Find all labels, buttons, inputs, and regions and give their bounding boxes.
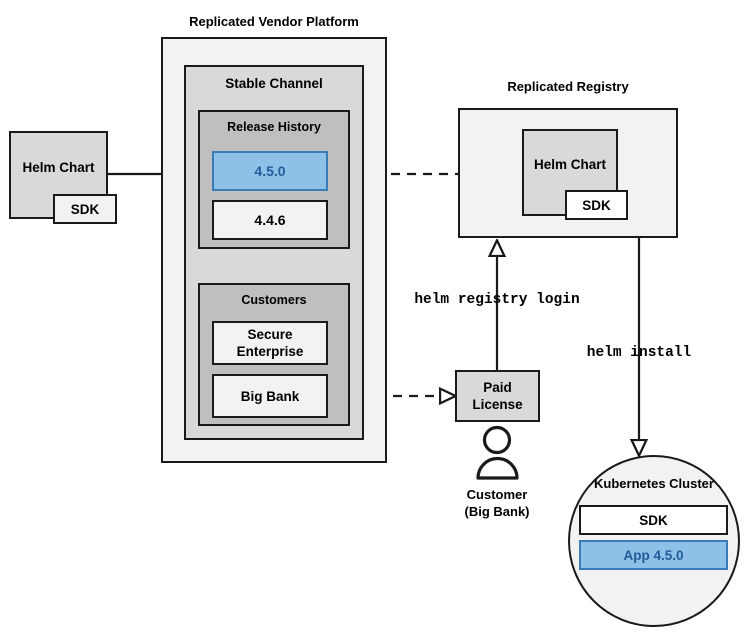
stable-channel-label: Stable Channel: [225, 76, 323, 91]
platform-title: Replicated Vendor Platform: [189, 14, 359, 29]
kubernetes-cluster-label: Kubernetes Cluster: [594, 476, 714, 491]
release-item-4-5-0[interactable]: 4.5.0: [212, 151, 328, 191]
registry-sdk-box[interactable]: SDK: [565, 190, 628, 220]
source-sdk-box[interactable]: SDK: [53, 194, 117, 224]
customer-actor-caption: Customer (Big Bank): [427, 486, 567, 520]
customer-actor-org: (Big Bank): [464, 504, 530, 519]
cluster-sdk-box[interactable]: SDK: [579, 505, 728, 535]
registry-title: Replicated Registry: [507, 79, 629, 94]
person-icon: [476, 425, 519, 480]
source-helm-chart-label: Helm Chart: [22, 159, 95, 175]
customer-item-secure-enterprise[interactable]: Secure Enterprise: [212, 321, 328, 365]
paid-license-box[interactable]: Paid License: [455, 370, 540, 422]
customer-actor-name: Customer: [466, 487, 528, 502]
release-item-4-4-6[interactable]: 4.4.6: [212, 200, 328, 240]
release-history-label: Release History: [227, 120, 321, 134]
registry-helm-chart-label: Helm Chart: [533, 157, 606, 172]
customers-label: Customers: [241, 293, 307, 307]
cluster-app-box[interactable]: App 4.5.0: [579, 540, 728, 570]
helm-install-command: helm install: [586, 345, 692, 361]
helm-registry-login-command: helm registry login: [414, 292, 580, 308]
customer-item-big-bank[interactable]: Big Bank: [212, 374, 328, 418]
